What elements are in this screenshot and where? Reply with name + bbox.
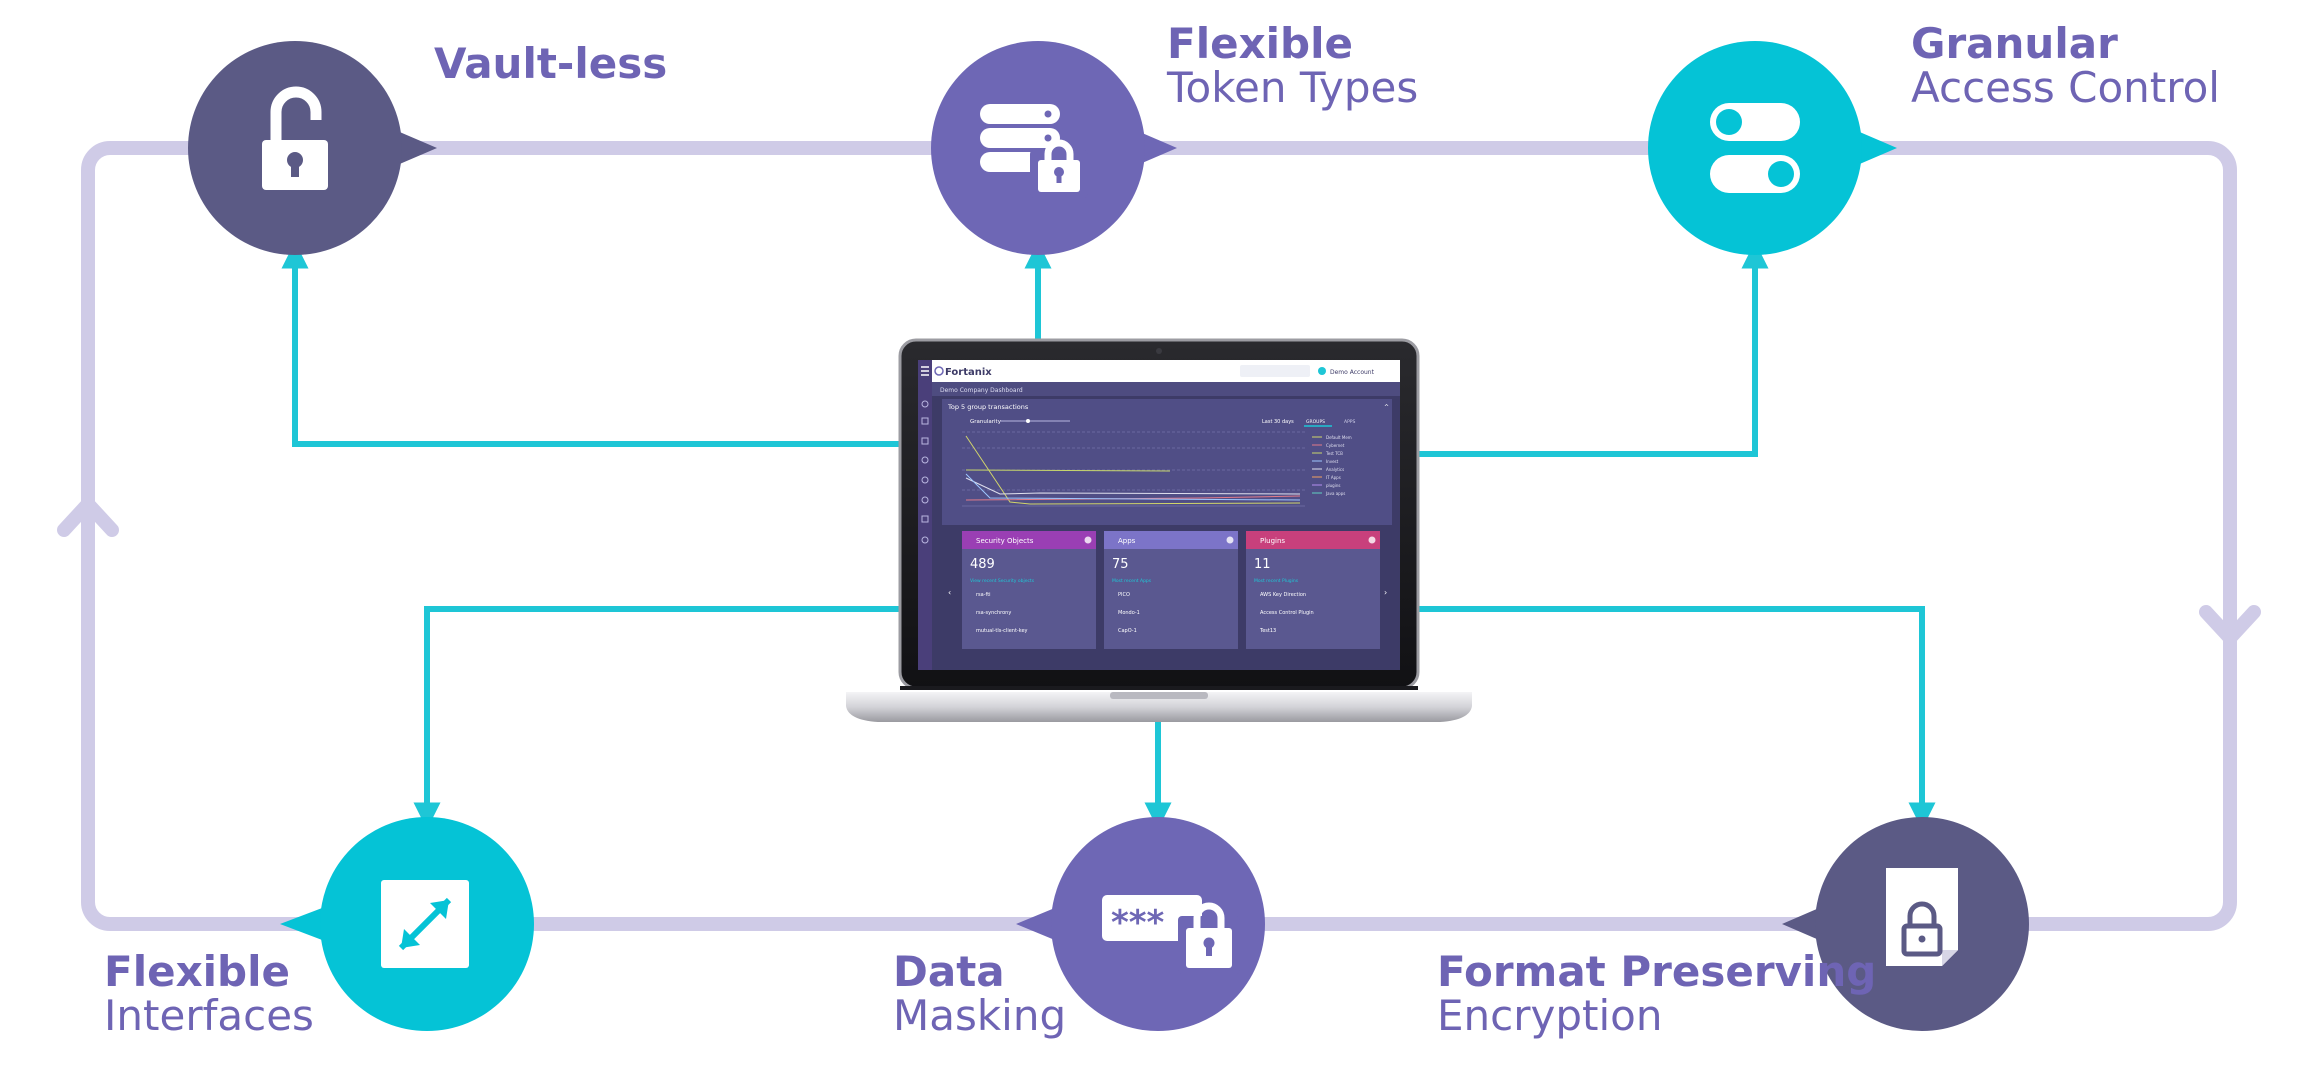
label-masking-subtitle: Masking — [893, 991, 1067, 1041]
card-title: Plugins — [1260, 537, 1285, 545]
label-fpe: Format Preserving Encryption — [1437, 947, 1877, 1041]
mini-chart — [962, 431, 1305, 507]
legend-item: Default Mem — [1326, 435, 1352, 440]
legend-item: Invest — [1326, 459, 1339, 464]
app-brand: Fortanix — [945, 367, 992, 378]
expand-arrows-icon — [381, 880, 469, 968]
menu-icon[interactable] — [921, 366, 929, 376]
label-fpe-subtitle: Encryption — [1437, 991, 1663, 1041]
node-token-types — [931, 41, 1177, 255]
chart-collapse-icon[interactable]: ^ — [1384, 404, 1389, 411]
database-lock-icon — [980, 104, 1088, 198]
toggle-switches-icon — [1710, 103, 1800, 193]
label-fpe-title: Format Preserving — [1437, 947, 1877, 996]
granularity-label: Granularity — [970, 419, 1002, 425]
legend-item: Test TCB — [1325, 451, 1343, 456]
card-row[interactable]: Test13 — [1259, 628, 1276, 634]
card-row[interactable]: mutual-tls-client-key — [976, 628, 1028, 634]
card-row[interactable]: Access Control Plugin — [1260, 610, 1314, 616]
label-token-types-title: Flexible — [1167, 19, 1354, 68]
node-access-control — [1648, 41, 1897, 255]
card-row[interactable]: PICO — [1118, 592, 1130, 598]
connector-vaultless — [281, 241, 905, 447]
file-lock-icon — [1886, 868, 1958, 966]
label-access-control-title: Granular — [1911, 19, 2118, 68]
legend-item: Java apps — [1325, 491, 1345, 496]
tab-apps[interactable]: APPS — [1344, 419, 1356, 425]
cycle-arrow-left-icon — [57, 497, 119, 537]
account-selector[interactable] — [1240, 365, 1310, 377]
legend-item: Cybernet — [1326, 443, 1345, 448]
connector-fpe — [1418, 606, 1936, 830]
label-vaultless-title: Vault-less — [434, 39, 668, 88]
card-count: 75 — [1112, 557, 1129, 572]
card-row[interactable]: AWS Key Direction — [1260, 592, 1306, 598]
fortanix-logo-icon — [934, 366, 944, 376]
node-vaultless — [188, 41, 437, 255]
label-masking-title: Data — [893, 947, 1005, 996]
label-token-types: Flexible Token Types — [1167, 19, 1419, 113]
laptop-base — [846, 692, 1472, 722]
label-interfaces-title: Flexible — [104, 947, 291, 996]
node-masking: *** — [1016, 817, 1265, 1031]
legend-item: IT Apps — [1326, 475, 1341, 480]
card-plugins[interactable]: Plugins 11 Most recent Plugins AWS Key D… — [1246, 531, 1380, 649]
label-masking: Data Masking — [893, 947, 1067, 1041]
label-token-types-subtitle: Token Types — [1167, 63, 1419, 113]
card-apps[interactable]: Apps 75 Most recent Apps PICO Mondo-1 Ca… — [1104, 531, 1238, 649]
card-link[interactable]: View recent Security objects — [970, 578, 1035, 584]
chart-title: Top 5 group transactions — [947, 403, 1029, 411]
chart-legend: Default Mem Cybernet Test TCB Invest Ana… — [1312, 435, 1352, 496]
legend-item: Analytics — [1326, 467, 1344, 472]
card-link[interactable]: Most recent Plugins — [1254, 578, 1299, 584]
card-title: Apps — [1118, 537, 1136, 545]
connectors — [281, 241, 1936, 830]
cycle-arrow-right-icon — [2199, 605, 2261, 645]
legend-item: plugins — [1326, 483, 1340, 488]
date-range-select[interactable]: Last 30 days — [1262, 419, 1294, 425]
unlocked-padlock-icon — [262, 86, 328, 190]
card-row[interactable]: Mondo-1 — [1118, 610, 1140, 616]
node-interfaces — [280, 817, 534, 1031]
label-interfaces: Flexible Interfaces — [104, 947, 314, 1041]
card-link[interactable]: Most recent Apps — [1112, 578, 1152, 584]
card-row[interactable]: CapO-1 — [1118, 628, 1137, 634]
password-lock-icon: *** — [1102, 895, 1240, 974]
card-security-objects[interactable]: Security Objects 489 View recent Securit… — [962, 531, 1096, 649]
user-name[interactable]: Demo Account — [1330, 369, 1375, 376]
carousel-next-icon[interactable]: › — [1384, 588, 1387, 597]
tab-groups[interactable]: GROUPS — [1306, 419, 1325, 425]
breadcrumb: Demo Company Dashboard — [940, 387, 1023, 394]
card-title: Security Objects — [976, 537, 1034, 545]
label-interfaces-subtitle: Interfaces — [104, 991, 314, 1041]
connector-access-control — [1418, 241, 1769, 457]
laptop: Fortanix Demo Account Demo Company Dashb… — [846, 338, 1472, 722]
svg-text:***: *** — [1111, 903, 1165, 943]
label-access-control-subtitle: Access Control — [1911, 63, 2220, 113]
sidebar-nav[interactable] — [921, 400, 929, 544]
chart-panel — [942, 399, 1392, 525]
node-fpe — [1782, 817, 2029, 1031]
label-vaultless: Vault-less — [434, 39, 668, 88]
card-count: 489 — [970, 557, 995, 572]
node-circle-access-control — [1648, 41, 1862, 255]
carousel-prev-icon[interactable]: ‹ — [948, 588, 951, 597]
card-row[interactable]: rsa-synchrony — [976, 610, 1011, 616]
card-count: 11 — [1254, 557, 1271, 572]
user-avatar — [1318, 367, 1326, 375]
card-row[interactable]: rsa-fti — [976, 592, 991, 598]
label-access-control: Granular Access Control — [1911, 19, 2220, 113]
connector-interfaces — [413, 606, 905, 830]
